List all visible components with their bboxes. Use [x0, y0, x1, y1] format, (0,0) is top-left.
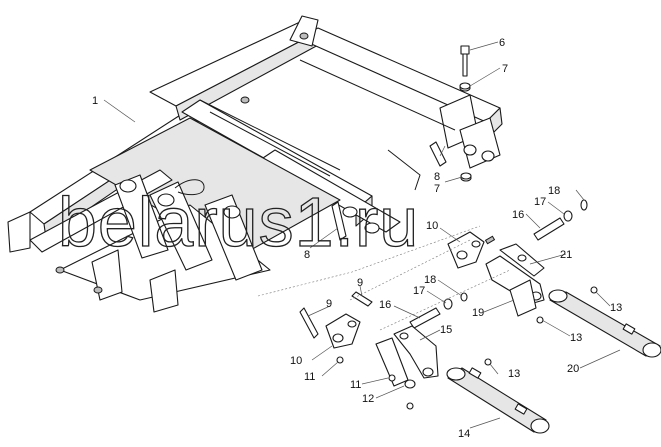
- callout-12: 12: [362, 393, 374, 405]
- callout-7-upper: 7: [502, 63, 508, 75]
- callout-labels: 1 6 7 8 7 8 18 17 16 10 21 9 18 17 16 9 …: [92, 37, 622, 440]
- callout-9-middle: 9: [357, 277, 363, 289]
- callout-11-left: 11: [304, 371, 315, 383]
- assembly-guide-lines: [257, 225, 511, 331]
- callout-18-lower: 18: [424, 274, 436, 286]
- ring-18-lower: [460, 292, 468, 302]
- washer-7-upper: [459, 82, 471, 92]
- nut-11-left: [336, 356, 344, 364]
- callout-14: 14: [458, 428, 470, 440]
- callout-21: 21: [560, 249, 572, 261]
- callout-18-upper: 18: [548, 185, 560, 197]
- callout-19: 19: [472, 307, 484, 319]
- callout-15: 15: [440, 324, 452, 336]
- watermark-text: belarus1.ru: [58, 183, 419, 261]
- ring-18-upper: [580, 199, 588, 211]
- callout-13-right-lower: 13: [570, 332, 582, 344]
- plate-12: [375, 337, 416, 389]
- callout-10-upper: 10: [426, 220, 438, 232]
- callout-20: 20: [567, 363, 579, 375]
- main-frame-assembly: [7, 15, 503, 313]
- callout-8-lower: 8: [304, 249, 310, 261]
- pin-16-lower: [409, 307, 441, 329]
- pin-9-middle: [351, 291, 373, 307]
- bracket-10-upper: [447, 231, 496, 269]
- bracket-10-lower: [325, 313, 361, 349]
- bolt-6: [460, 45, 470, 77]
- callout-16-upper: 16: [512, 209, 524, 221]
- plate-19: [509, 279, 537, 317]
- callout-13-right-upper: 13: [610, 302, 622, 314]
- washer-7-lower: [460, 172, 472, 182]
- callout-8-upper: 8: [434, 171, 440, 183]
- pin-9-left: [299, 307, 319, 339]
- pin-16-upper: [533, 217, 565, 241]
- callout-11-middle: 11: [350, 379, 361, 391]
- callout-13-lower: 13: [508, 368, 520, 380]
- washer-17-lower: [443, 298, 453, 310]
- washer-17-upper: [563, 210, 573, 222]
- hydraulic-cylinder-14: [406, 358, 550, 434]
- nut-11-middle: [388, 374, 396, 382]
- hydraulic-cylinder-20: [536, 286, 661, 358]
- callout-9-left: 9: [326, 298, 332, 310]
- pin-8-upper: [429, 141, 447, 167]
- lever-15: [393, 325, 439, 379]
- callout-17-lower: 17: [413, 285, 425, 297]
- callout-7-lower: 7: [434, 183, 440, 195]
- callout-6: 6: [499, 37, 505, 49]
- callout-16-lower: 16: [379, 299, 391, 311]
- callout-1: 1: [92, 95, 98, 107]
- leader-lines: [103, 41, 621, 429]
- callout-17-upper: 17: [534, 196, 546, 208]
- callout-10-lower: 10: [290, 355, 302, 367]
